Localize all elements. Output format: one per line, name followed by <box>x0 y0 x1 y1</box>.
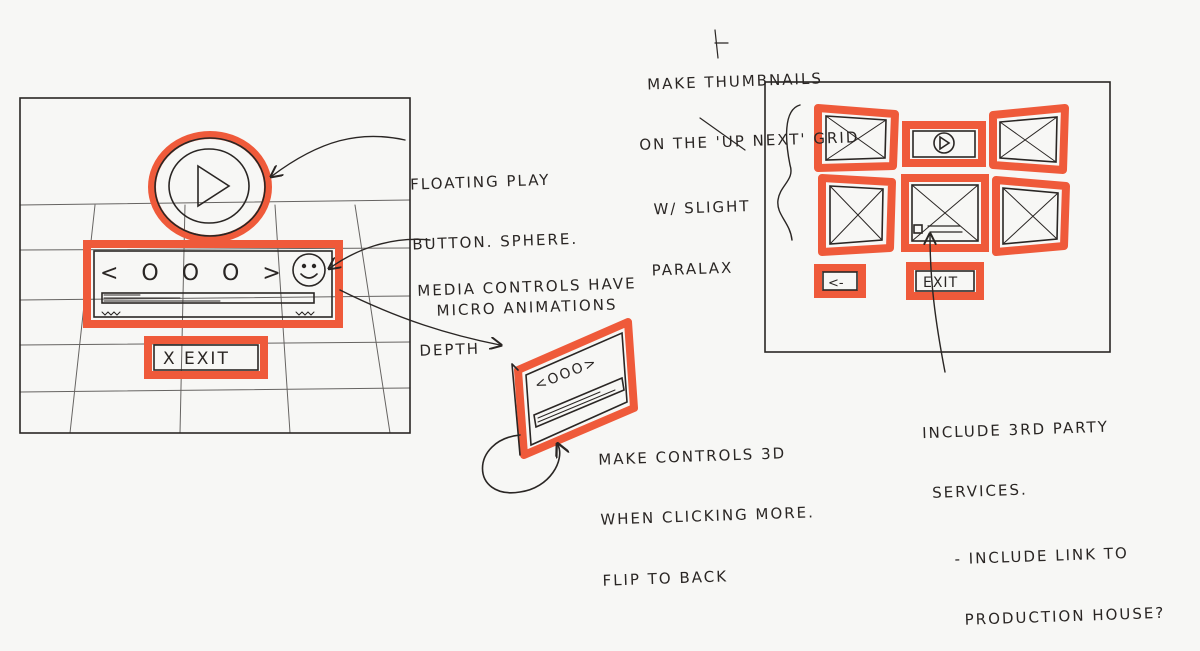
note-line: PARALAX <box>651 258 734 280</box>
sketch-drawing: < O O O > X EXIT <OOO> <box>19 29 1111 494</box>
avatar-smiley-icon <box>292 253 326 287</box>
note-line: - INCLUDE LINK TO <box>954 544 1130 569</box>
right-frame <box>764 81 1111 353</box>
right-back-button-frame <box>814 264 866 298</box>
note-line: FLIP TO BACK <box>602 567 729 590</box>
thumbnail-note-underline <box>714 29 729 59</box>
thumbnail <box>992 176 1070 256</box>
right-back-button[interactable]: <- <box>828 276 844 291</box>
note-line: MAKE THUMBNAILS <box>646 68 824 94</box>
right-exit-button-frame <box>906 262 984 300</box>
right-sketch <box>764 81 1111 353</box>
note-third-party: INCLUDE 3RD PARTY SERVICES. - INCLUDE LI… <box>920 374 1166 651</box>
note-line: WHEN CLICKING MORE. <box>600 503 816 529</box>
thumbnail <box>818 174 896 256</box>
annotation-arrows <box>272 29 946 373</box>
note-line: W/ SLIGHT <box>653 197 751 219</box>
arrow-third-party-note <box>930 235 946 373</box>
flip-sketch <box>481 318 638 494</box>
note-media-controls: MEDIA CONTROLS HAVE DEPTH <box>416 232 640 381</box>
paralax-strike <box>699 117 746 151</box>
left-sketch <box>19 97 411 434</box>
arrow-flip-note <box>339 289 500 345</box>
note-line: ON THE 'UP NEXT' GRID <box>638 128 860 155</box>
thumbnail-play-icon <box>933 132 955 154</box>
media-controls-panel <box>83 240 343 328</box>
note-controls-3d: MAKE CONTROLS 3D WHEN CLICKING MORE. FLI… <box>597 401 819 611</box>
flip-progress-bar <box>533 376 625 429</box>
play-icon <box>197 164 231 208</box>
thumbnail <box>989 104 1069 174</box>
note-line: INCLUDE 3RD PARTY <box>921 417 1110 442</box>
thumbnail <box>902 121 986 167</box>
arrow-controls-note <box>330 238 431 268</box>
right-exit-button[interactable]: EXIT <box>923 275 958 291</box>
note-thumbnails: MAKE THUMBNAILS ON THE 'UP NEXT' GRID W/… <box>635 26 864 301</box>
note-line: DEPTH <box>419 339 481 361</box>
third-party-icon <box>913 224 923 234</box>
note-line: MEDIA CONTROLS HAVE <box>417 273 637 300</box>
left-exit-button-frame <box>144 336 268 379</box>
left-frame <box>19 97 411 434</box>
progress-bar <box>101 292 315 304</box>
note-line: MAKE CONTROLS 3D <box>597 443 787 469</box>
left-exit-button[interactable]: X EXIT <box>163 349 230 369</box>
thumbnail <box>814 104 899 172</box>
flip-controls-panel <box>511 318 638 459</box>
grid-bracket <box>777 104 801 241</box>
arrow-play-note <box>272 135 406 176</box>
flip-arrow <box>481 434 560 494</box>
thumbnail <box>901 174 989 252</box>
floor-grid <box>19 199 411 434</box>
play-sphere <box>148 131 272 243</box>
note-line: SERVICES. <box>931 480 1029 503</box>
note-line: PRODUCTION HOUSE? <box>964 603 1166 629</box>
sketch-canvas: < O O O > X EXIT <OOO> <box>19 26 1166 629</box>
left-media-controls-text[interactable]: < O O O > <box>100 261 289 286</box>
note-line: FLOATING PLAY <box>409 170 551 194</box>
